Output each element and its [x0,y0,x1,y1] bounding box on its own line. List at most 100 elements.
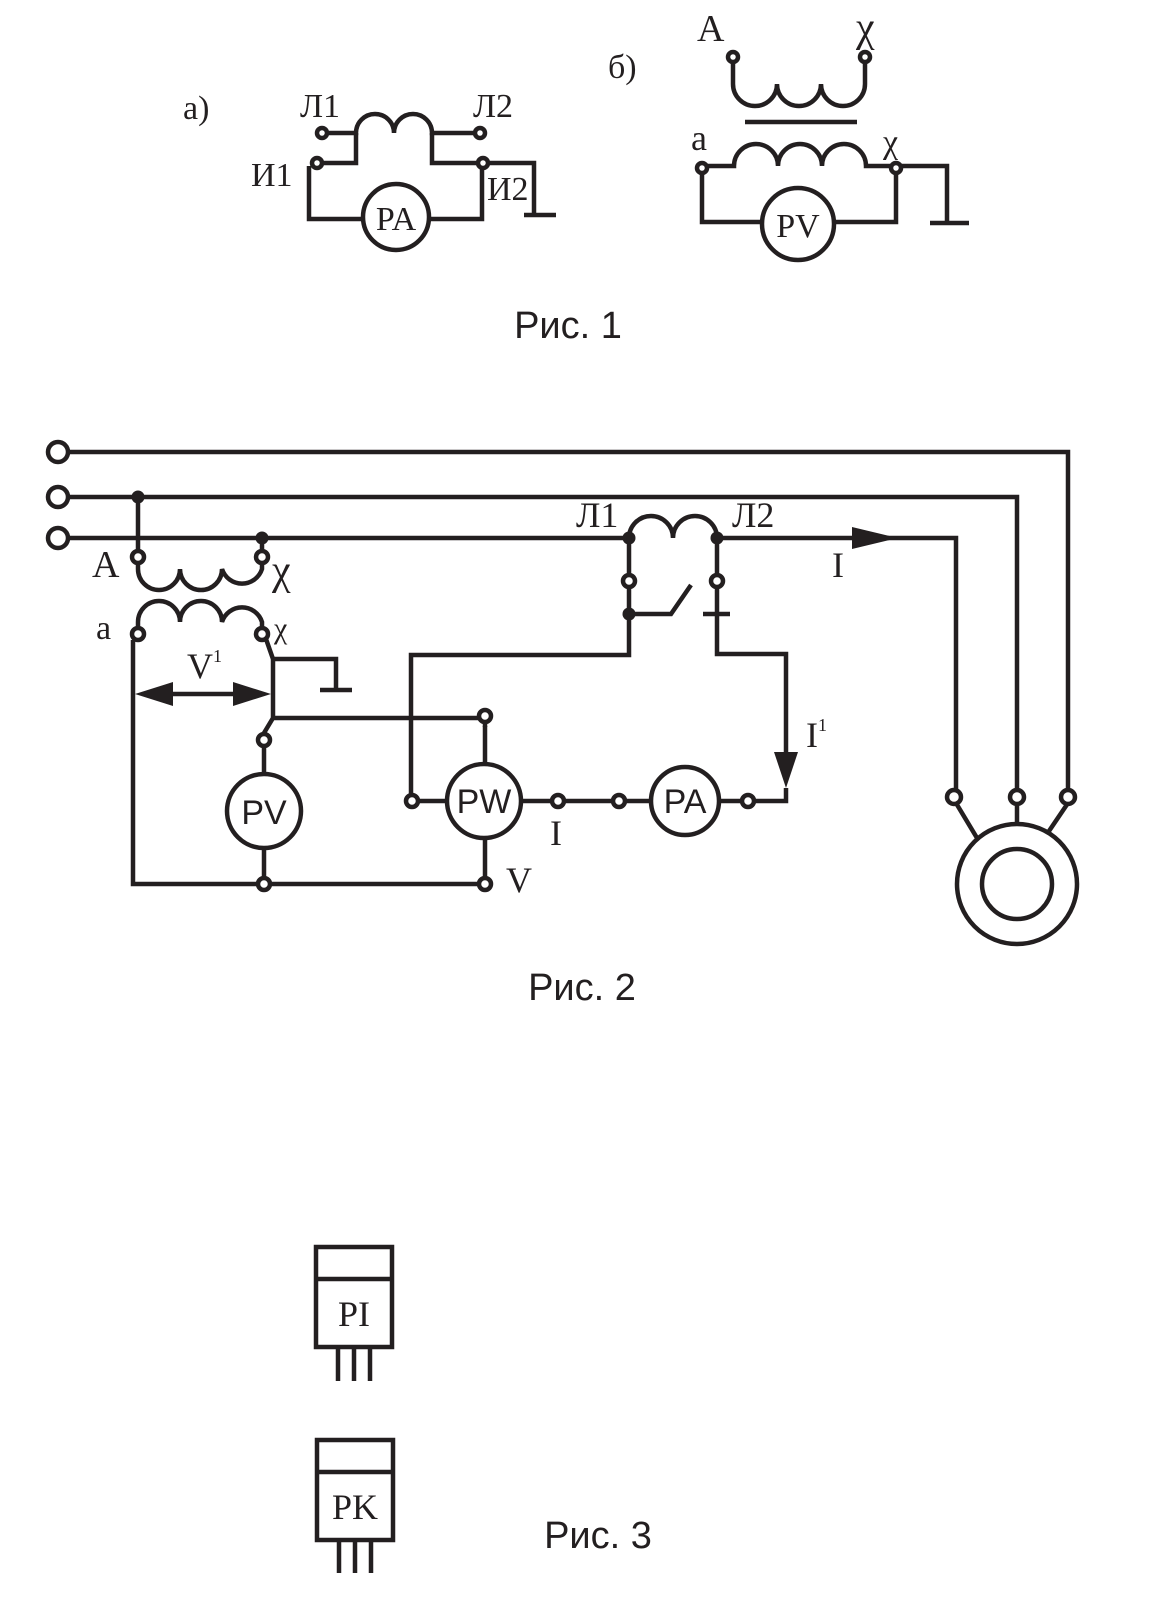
fig1-I2-terminal [475,155,491,171]
fig2-vt-secondary-winding [135,598,265,632]
fig2-voltmeter-label: PV [241,794,287,832]
fig1-L1-terminal [314,125,330,141]
fig1-x-label: χ [882,124,898,161]
fig1-panel-b-label: б) [608,49,637,86]
fig2-measurement-circuit: I A χ a χ V1 PV Л1 Л2 [45,439,1080,947]
fig1-x-terminal [888,160,904,176]
fig2-shorting-switch [629,583,730,617]
fig2-pw-terminal-top [476,707,494,725]
fig1-I1-label: И1 [251,157,293,194]
fig2-X-label: χ [271,548,291,594]
fig2-A-label: A [92,544,120,586]
fig2-vt-a-terminal [129,625,147,643]
fig2-ammeter [648,764,722,838]
fig2-x-label: χ [273,612,288,645]
fig2-vt-primary-leads [135,497,265,553]
fig1-a-terminal [694,160,710,176]
fig1-voltmeter-label: PV [776,208,820,245]
fig2-pa-terminal-left [610,792,628,810]
fig2-pw-I-label: I [550,813,562,853]
fig2-pv-terminal-bottom [255,875,273,893]
fig2-I1-superscript: 1 [818,715,827,735]
fig2-pw-terminal-left [403,792,421,810]
fig1-X-label: χ [855,5,875,51]
fig2-ct-primary-winding [626,513,720,539]
fig2-I1-main: I [806,715,818,755]
fig2-caption: Рис. 2 [528,967,636,1009]
fig3-PI-body [313,1244,395,1350]
fig1-a-ground [488,160,556,218]
fig2-current-arrow [852,527,898,549]
fig1-ammeter-label: PA [376,201,417,238]
fig1-L1-label: Л1 [300,88,340,125]
fig1-I1-terminal [309,155,325,171]
fig3-PI-pins [335,1347,373,1381]
fig2-L2-label: Л2 [732,495,774,535]
fig2-supply-terminal-3 [45,525,71,551]
fig3-PK-label: PK [332,1487,378,1527]
fig2-pv-terminal-top [255,731,273,749]
fig2-pw-terminal-V [476,875,494,893]
fig1-A-terminal [725,49,741,65]
fig2-vt-X-terminal [253,548,271,566]
fig2-motor-inner [979,846,1055,922]
fig1-ammeter [360,181,432,253]
fig2-ct-secondary-leads [408,538,789,795]
fig2-node [255,531,269,545]
fig2-pw-V-label: V [506,860,532,900]
fig3-device-PI: PI [313,1244,395,1381]
fig2-V1-arrow-right [233,682,271,706]
fig2-current-circuit [418,788,789,804]
fig1-a-label: a [691,118,707,158]
fig1-X-terminal [857,49,873,65]
fig2-V1-arrow-left [135,682,173,706]
fig2-a-label: a [96,610,111,647]
fig3-PK-body [314,1437,396,1543]
fig2-motor-terminal-1 [944,787,964,807]
fig2-wattmeter-label: PW [457,783,512,821]
fig3-device-PK: PK [314,1437,396,1573]
fig1-a-secondary-line [317,133,483,166]
fig1-a-primary-line [322,111,480,136]
fig2-vt-primary-winding [135,559,265,593]
fig1-b-voltage-transformer: б) A χ a χ PV [608,5,969,263]
fig1-I2-label: И2 [487,171,529,208]
fig2-supply-terminal-2 [45,484,71,510]
fig2-vt-secondary-circuit [130,638,488,887]
fig2-motor-terminal-2 [1007,787,1027,807]
fig2-pw-terminal-I [549,792,567,810]
fig2-node [131,490,145,504]
fig2-pa-terminal-right [739,792,757,810]
fig2-I1-label: I1 [806,715,827,755]
fig2-vt-A-terminal [129,548,147,566]
fig2-I-label: I [832,545,844,585]
fig2-I1-arrow [774,752,798,788]
fig2-L1-label: Л1 [576,495,618,535]
fig1-L2-label: Л2 [473,88,513,125]
fig1-a-current-transformer: а) Л1 Л2 И1 И2 PA [183,88,556,253]
fig1-caption: Рис. 1 [514,305,622,347]
fig2-V1-label: V1 [187,646,222,686]
fig1-b-secondary-winding [702,141,895,169]
fig2-voltmeter [224,771,304,851]
fig2-ammeter-label: PA [664,783,707,821]
fig1-A-label: A [697,8,725,50]
fig1-panel-a-label: а) [183,90,209,127]
fig2-V1-main: V [187,646,213,686]
fig1-a-meter-loop [306,166,485,222]
fig2-V1-superscript: 1 [213,646,222,666]
fig2-phase-line-1 [69,449,1071,797]
fig3-PI-label: PI [338,1294,370,1334]
fig2-wattmeter [444,761,524,841]
fig3-caption: Рис. 3 [544,1515,652,1557]
fig2-ct-terminal-right [708,572,726,590]
fig2-phase-line-3 [69,535,959,797]
fig2-vt-x-terminal [253,625,271,643]
fig1-b-meter-loop [699,170,899,225]
fig1-b-primary-winding [730,59,868,109]
fig2-motor-terminal-3 [1058,787,1078,807]
fig2-supply-terminal-1 [45,439,71,465]
fig1-b-ground [900,163,969,226]
fig3-PK-pins [336,1540,374,1573]
